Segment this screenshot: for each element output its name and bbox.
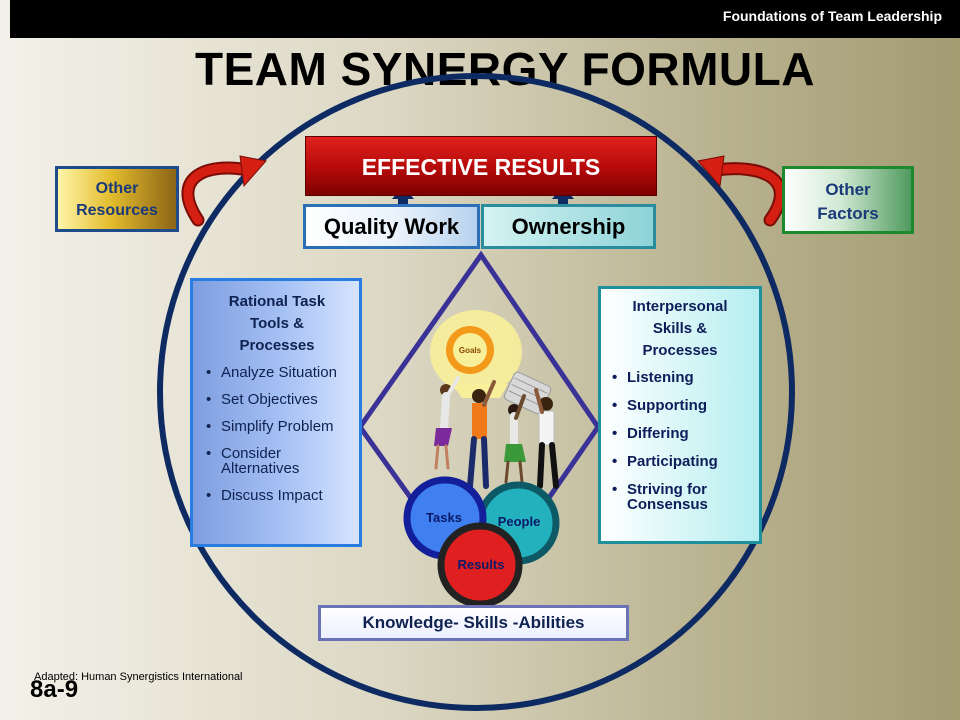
curved-arrow-left-icon	[181, 155, 267, 227]
heading-line: Interpersonal	[632, 298, 728, 315]
curved-arrow-right-icon	[697, 155, 787, 227]
heading-line: Rational Task	[228, 293, 326, 310]
quality-work-box: Quality Work	[303, 204, 480, 249]
list-item: Simplify Problem	[201, 419, 353, 434]
ksa-box: Knowledge- Skills -Abilities	[318, 605, 629, 641]
other-resources-box: Other Resources	[55, 166, 179, 232]
tasks-label: Tasks	[426, 510, 462, 525]
course-title: Foundations of Team Leadership	[722, 8, 942, 24]
heading-line: Processes	[239, 337, 315, 354]
list-item: Discuss Impact	[201, 488, 353, 503]
other-factors-line1: Other	[825, 180, 871, 199]
other-resources-line1: Other	[95, 180, 139, 197]
other-factors-box: Other Factors	[782, 166, 914, 234]
list-item: Striving for Consensus	[607, 482, 753, 512]
list-item: Analyze Situation	[201, 365, 353, 380]
header-bar: Foundations of Team Leadership	[10, 0, 960, 38]
heading-line: Tools &	[250, 315, 304, 332]
ownership-box: Ownership	[481, 204, 656, 249]
interpersonal-panel: Interpersonal Skills & Processes Listeni…	[598, 286, 762, 544]
other-factors-line2: Factors	[817, 204, 879, 223]
slide-number: 8a-9	[30, 676, 79, 703]
heading-line: Processes	[642, 342, 718, 359]
list-item: Differing	[607, 426, 753, 441]
results-label: Results	[458, 557, 505, 572]
list-item: Supporting	[607, 398, 753, 413]
list-item: Set Objectives	[201, 392, 353, 407]
page-title: TEAM SYNERGY FORMULA	[195, 43, 815, 95]
rational-task-list: Analyze Situation Set Objectives Simplif…	[201, 365, 353, 503]
effective-results-box: EFFECTIVE RESULTS	[305, 136, 657, 196]
heading-line: Skills &	[652, 320, 708, 337]
credit-text: Adapted: Human Synergistics Internationa…	[34, 671, 243, 683]
outer-circle	[157, 73, 795, 711]
other-resources-line2: Resources	[76, 202, 158, 219]
rational-task-heading: Rational Task Tools & Processes	[201, 291, 353, 357]
interpersonal-list: Listening Supporting Differing Participa…	[607, 370, 753, 512]
interpersonal-heading: Interpersonal Skills & Processes	[607, 296, 753, 362]
people-label: People	[498, 514, 541, 529]
rational-task-panel: Rational Task Tools & Processes Analyze …	[190, 278, 362, 547]
goals-label: Goals	[459, 346, 482, 355]
list-item: Consider Alternatives	[201, 446, 353, 476]
results-circle	[437, 522, 523, 608]
people-figures-icon	[434, 376, 559, 489]
list-item: Listening	[607, 370, 753, 385]
list-item: Participating	[607, 454, 753, 469]
